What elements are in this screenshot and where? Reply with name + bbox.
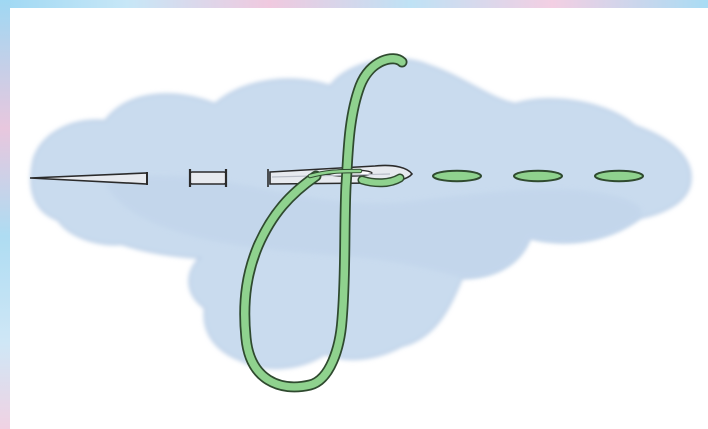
stitch-dash bbox=[595, 171, 643, 181]
illustration-card bbox=[10, 8, 708, 429]
stitch-dash bbox=[514, 171, 562, 181]
running-stitch-illustration bbox=[10, 8, 708, 429]
stitch-dash-group bbox=[433, 171, 643, 181]
fabric-swatch bbox=[31, 59, 690, 368]
stitch-dash bbox=[433, 171, 481, 181]
decorative-left-border bbox=[0, 0, 10, 429]
